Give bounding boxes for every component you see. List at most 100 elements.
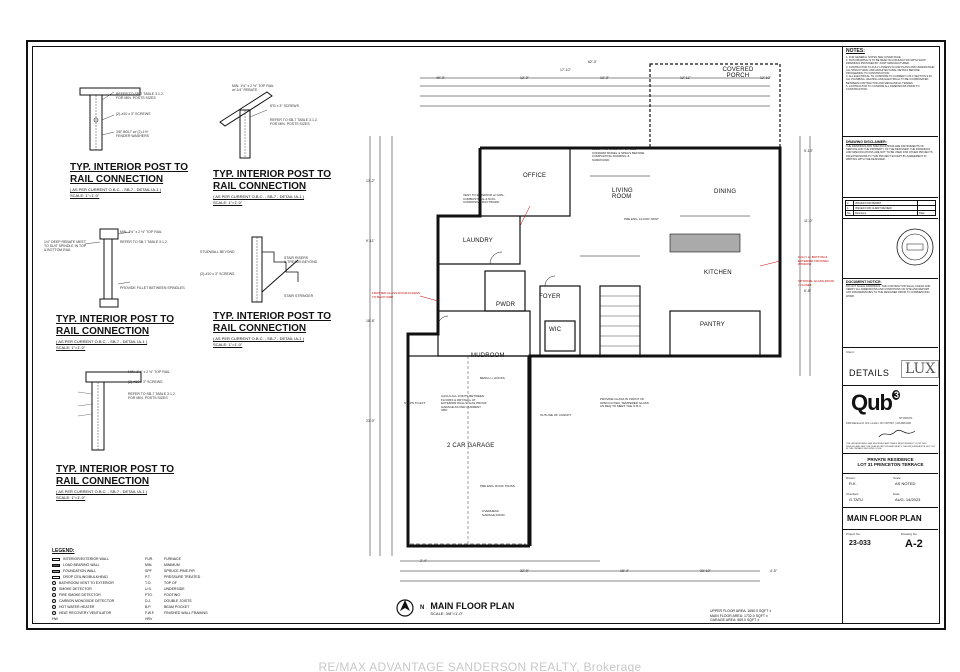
scale-label: Scale: (893, 476, 902, 480)
note-1: 1. FOR GENERAL NOTES SEE COVER PAGE. (846, 56, 902, 59)
dimension-label: 10'-3" (600, 76, 609, 80)
legend-item: HOT WATER HEATER (52, 604, 139, 610)
designer-seal-icon (896, 228, 934, 266)
annotation-steps: STEPS TO EXT (404, 401, 426, 405)
dimension-label: 13'-2" (366, 179, 375, 183)
detail-5-title: TYP. INTERIOR POST TO RAIL CONNECTION ( … (56, 464, 174, 500)
legend-abbreviation: F.W.F. FINISHED WALL FRAMING (145, 610, 232, 616)
plan-title: N MAIN FLOOR PLAN SCALE: 3/8"=1'-0" (396, 599, 514, 617)
designer-address: 1009 Raintree Dr Unit, London, ON, N6H 5… (846, 422, 911, 425)
seal-section (843, 218, 938, 278)
legend-item: HEAT RECOVERY VENTILATOR (52, 610, 139, 616)
detail-3-drawing (84, 228, 131, 308)
dimension-label: 2'-4" (420, 559, 427, 563)
detail-3-title: TYP. INTERIOR POST TO RAIL CONNECTION ( … (56, 314, 174, 350)
legend-abbr-meaning: FOOTING (164, 593, 180, 597)
legend-abbreviation: P.T.PRESSURE TREATED (145, 574, 232, 580)
legend-abbr-meaning: SPRUCE-PINE-FIR (164, 569, 195, 573)
drawn-label: Drawn: (846, 476, 856, 480)
annotation-garage-caulk: CAULK ALL JOINTS BETWEEN FLOORS & DRYWAL… (441, 394, 487, 412)
detail-1-drawing (79, 87, 141, 151)
legend-abbr-meaning: TOP OF (164, 581, 177, 585)
legend-abbr-code: FTG. (145, 593, 153, 597)
info-grid: Drawn: R.K. Scale: AS NOTED Checked: G.T… (843, 473, 938, 507)
legend-abbreviation: B.P.BEAM POCKET (145, 604, 232, 610)
number-section: Project No. 23-033 Drawing No. A-2 (843, 529, 938, 557)
detail-2-note-1: MIN. 1½" x 2 ½" TOP RAIL (232, 84, 274, 88)
legend-item-label: FIRE SMOKE DETECTOR (59, 593, 101, 597)
north-label: N (420, 605, 425, 611)
area-garage: GARAGE AREA: 569.0 SQFT ± (710, 618, 760, 622)
legend-swatch-icon (52, 611, 56, 615)
legend-abbreviation: FTG. FOOTING (145, 592, 232, 598)
detail-4-note-2: & TREADS BEYOND (284, 260, 318, 264)
legend-item: FIRE SMOKE DETECTOR (52, 592, 139, 598)
detail-1-note-3: (2)-#10 x 3" SCREWS (116, 112, 151, 116)
notes-list: 1. FOR GENERAL NOTES SEE COVER PAGE. 2. … (843, 56, 938, 136)
legend-swatch-icon (52, 587, 56, 591)
north-arrow-icon (396, 599, 414, 617)
legend-item: INTERIOR/EXTERIOR WALL (52, 556, 139, 562)
legend-item-label: HOT WATER HEATER (59, 605, 95, 609)
dimension-label: 20'-10" (700, 569, 711, 573)
date-value: AUG. 14/2023 (895, 497, 921, 502)
detail-3-note-1: MIN. 1½" x 2 ½" TOP RAIL (120, 230, 162, 234)
annotation-optional-door: OPTIONAL GLASS DOOR / CLOSET (798, 279, 834, 287)
dimension-label: 12'-10" (760, 76, 771, 80)
annotation-garage-door: OVERHEAD GARAGE DOOR (482, 509, 505, 517)
drawing-no: A-2 (905, 538, 923, 550)
detail-2-note-4: REFER TO SB-7 TABLE 3.1.2. (270, 118, 318, 122)
dimension-label: 5'-10" (804, 149, 813, 153)
room-covered-porch: COVERED PORCH (722, 67, 754, 79)
scale-value: AS NOTED (895, 481, 916, 486)
legend-abbr-meaning: FURNACE (164, 557, 181, 561)
legend-abbreviation: D.J.DOUBLE JOISTS (145, 598, 232, 604)
legend-swatch-icon (52, 593, 56, 597)
doc-notice-text: DO NOT SCALE DRAWINGS. THE CONTRACTOR SH… (846, 285, 931, 298)
detail-2-drawing (219, 91, 273, 159)
room-kitchen: KITCHEN (704, 270, 732, 276)
legend-item-label: INTERIOR/EXTERIOR WALL (63, 557, 109, 561)
legend-abbr-code: D.J. (145, 599, 152, 603)
project-no-label: Project No. (846, 532, 861, 536)
legend-abbr-code: F.W.F. (145, 611, 155, 615)
dimension-label: 32'-0" (520, 569, 529, 573)
legend-item: SMOKE DETECTOR (52, 586, 139, 592)
logo-studios: STUDIOS (899, 416, 913, 420)
client-label: Client: (846, 350, 855, 354)
legend-abbr-meaning: UNDERSIDE (164, 587, 185, 591)
detail-5-note-1: MIN. 1½" x 2 ½" TOP RAIL (128, 370, 170, 374)
dimension-label: 15'-4" (620, 569, 629, 573)
legend-swatch-icon (52, 605, 56, 609)
room-wic: WIC (549, 327, 562, 333)
drawing-sheet (26, 40, 946, 630)
area-upper: UPPER FLOOR AREA: 1650.0 SQFT ± (710, 609, 772, 613)
project-section: PRIVATE RESIDENCE LOT 31 PRINCETON TERRA… (843, 453, 938, 473)
logo-details: DETAILS (849, 368, 890, 378)
note-4: 4. ALL ELECTRICAL TO CONFORM TO CURRENT … (846, 75, 933, 85)
room-mudroom: MUDROOM (471, 353, 505, 359)
annotation-vent: VENT TO EXTERIOR w/ NON-COMBUSTIBLE & NO… (463, 193, 505, 204)
legend-abbreviation: FUR.FURNACE (145, 556, 232, 562)
detail-2-title: TYP. INTERIOR POST TO RAIL CONNECTION ( … (213, 169, 331, 205)
legend-swatch-icon (52, 563, 60, 567)
detail-4-note-4: (2)-#10 x 3" SCREWS (200, 272, 235, 276)
legend-item-label: DROP CEILING/BULKHEAD (63, 575, 108, 579)
annotation-joist: PRE ENG. FLOOR JOIST (624, 217, 659, 221)
detail-5-note-4: FOR MIN. POSTS SIZES (128, 396, 168, 400)
annotation-tempered-glass: PROVIDE GLASS IN FRONT OF OPEN FOYER, TE… (600, 397, 649, 408)
legend-abbreviation: T.O.TOP OF (145, 580, 232, 586)
legend-abbr-meaning: FINISHED WALL FRAMING (164, 611, 208, 615)
detail-1-note-5: FENDER WASHERS (116, 134, 149, 138)
detail-5-drawing (77, 371, 142, 451)
dimension-label: 9'-11" (366, 239, 375, 243)
annotation-glass-door: FROSTED GLASS DOOR ACCESS TO BACKYARD (372, 291, 421, 299)
detail-3-note-2: REFER TO SB-7 TABLE 3.1.2. (120, 240, 168, 244)
room-dining: DINING (714, 189, 737, 195)
detail-4-note-1: STAIR RISERS (284, 256, 309, 260)
legend-item: FOUNDATION WALL (52, 568, 139, 574)
legend-item-label: BATHROOM VENT TO EXTERIOR (59, 581, 114, 585)
